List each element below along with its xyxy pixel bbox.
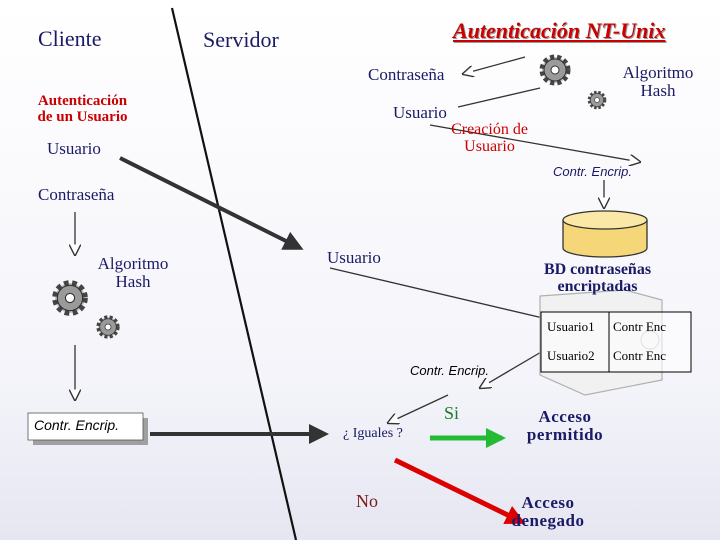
- arrow-client-usuario-to-server: [119, 156, 304, 250]
- header-cliente: Cliente: [38, 26, 102, 51]
- bd-line2: encriptadas: [557, 277, 638, 295]
- arrow-hash-to-contrasena: [463, 56, 526, 74]
- acceso-permitido-label: Acceso permitido: [515, 408, 615, 444]
- arrow-usuario-to-table: [329, 267, 560, 322]
- server-contr-encrip-top: Contr. Encrip.: [553, 164, 632, 179]
- client-hash: Hash: [115, 271, 151, 291]
- gear-icon: [542, 57, 568, 83]
- client-algoritmo-hash: Algoritmo Hash: [88, 255, 178, 291]
- acceso-denegado-line1: Acceso: [521, 493, 575, 512]
- server-contr-encrip-mid: Contr. Encrip.: [410, 363, 489, 378]
- server-usuario-db: Usuario: [327, 248, 381, 267]
- client-contr-encrip: Contr. Encrip.: [34, 417, 120, 433]
- si-label: Si: [444, 403, 460, 423]
- gear-icon: [96, 315, 120, 339]
- arrow-encrip-to-iguales: [388, 394, 449, 423]
- acceso-denegado-line2: denegado: [511, 510, 585, 530]
- arrow-hash-to-usuario: [457, 87, 541, 108]
- server-creacion-label: Creación de Usuario: [432, 121, 547, 156]
- client-auth-line1: Autenticación: [37, 93, 128, 109]
- gear-icon: [587, 90, 607, 110]
- bd-label: BD contraseñas encriptadas: [525, 261, 670, 296]
- server-hash: Hash: [640, 80, 676, 100]
- divider-line: [170, 7, 298, 540]
- database-icon: [562, 210, 648, 258]
- table-cell-enc2: Contr Enc: [613, 348, 667, 363]
- server-contrasena: Contraseña: [368, 65, 445, 84]
- header-servidor: Servidor: [203, 27, 279, 52]
- encrip-box: [27, 412, 144, 441]
- acceso-permitido-line2: permitido: [526, 424, 604, 444]
- server-creacion-line2: Usuario: [464, 137, 515, 155]
- page-title: Autenticación NT-Unix: [453, 18, 666, 43]
- server-creacion-line1: Creación de: [451, 121, 528, 138]
- arrow-no-to-denegado: [393, 457, 526, 525]
- acceso-permitido-line1: Acceso: [538, 407, 592, 426]
- gear-icon: [55, 283, 85, 313]
- no-label: No: [356, 491, 378, 511]
- table-cell-user1: Usuario1: [547, 319, 595, 334]
- table-cell-enc1: Contr Enc: [613, 319, 667, 334]
- bd-line1: BD contraseñas: [543, 261, 652, 278]
- table-cell-user2: Usuario2: [547, 348, 595, 363]
- client-contrasena: Contraseña: [38, 185, 115, 204]
- server-algoritmo-hash: Algoritmo Hash: [608, 64, 708, 100]
- server-algoritmo: Algoritmo: [622, 63, 694, 82]
- arrow-table-to-encrip: [480, 347, 549, 388]
- client-auth-line2: de un Usuario: [37, 108, 128, 125]
- iguales-label: ¿ Iguales ?: [343, 426, 403, 441]
- client-auth-label: Autenticación de un Usuario: [20, 93, 145, 126]
- server-usuario: Usuario: [393, 103, 447, 122]
- acceso-denegado-label: Acceso denegado: [498, 494, 598, 530]
- client-algoritmo: Algoritmo: [97, 254, 169, 273]
- client-usuario: Usuario: [47, 139, 101, 158]
- db-table: [540, 311, 692, 373]
- arrow-creacion-to-encrip: [429, 124, 640, 162]
